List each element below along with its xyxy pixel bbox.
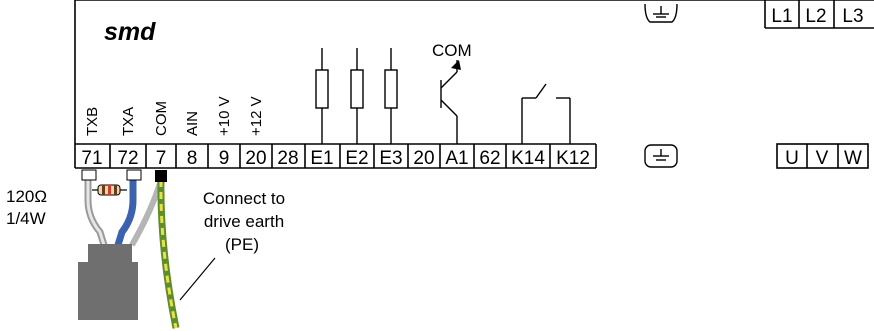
earth-note-pointer [179,257,216,301]
terminal-label: 8 [187,148,198,169]
ground-icon [644,3,678,23]
terminal-label: 20 [413,148,434,169]
cable-wires [84,178,180,329]
function-label-10v: +10 V [216,96,233,136]
resistor-value-label: 120Ω [6,187,47,206]
power-terminal-l1: L1 [771,6,792,27]
power-terminal-l2: L2 [805,6,826,27]
relay-contact-icon [521,83,571,144]
terminal-label: K14 [511,148,545,169]
wire-txa [114,178,137,247]
drive-outline [74,0,874,168]
function-label-12v: +12 V [248,96,265,136]
wire-txb-core [86,178,106,246]
control-terminal-labels: 71 72 7 8 9 20 28 E1 E2 E3 20 A1 62 K14 … [81,148,589,169]
ground-icon [644,144,678,168]
terminal-label: E1 [310,148,333,169]
motor-terminal-u: U [785,148,799,169]
earth-note-line-1: Connect to [203,189,285,208]
motor-terminal-block [776,143,869,169]
wire-earth-stripe [159,179,178,329]
earth-note: Connect to drive earth (PE) [203,189,285,254]
function-label-ain: AIN [184,111,201,136]
terminal-label: 20 [245,148,266,169]
terminal-label: K12 [556,148,590,169]
function-label-com: COM [153,101,170,136]
terminal-label: E2 [345,148,368,169]
resistor-power-label: 1/4W [6,209,46,228]
transistor-icon [440,60,458,144]
terminal-label: 28 [277,148,298,169]
resistor-icon [92,184,127,196]
motor-terminal-w: W [844,148,862,169]
terminal-label: 9 [219,148,230,169]
resistor-icon [384,48,398,144]
resistor-icon [350,48,364,144]
terminal-label: E3 [379,148,402,169]
terminal-label: 72 [117,148,138,169]
terminal-label: 7 [156,148,167,169]
transistor-com-label: COM [432,41,472,60]
function-label-txa: TXA [120,107,137,136]
control-terminal-strip [75,143,597,169]
earth-note-line-3: (PE) [225,235,259,254]
terminal-ferrules [81,169,167,182]
earth-note-line-2: drive earth [204,212,284,231]
terminal-label: A1 [445,148,468,169]
cable-jacket [78,244,138,320]
power-terminal-block [764,0,874,29]
motor-terminal-v: V [816,148,829,169]
terminal-label: 62 [479,148,500,169]
transistor-emitter-arrow-icon [451,60,461,70]
brand-label: smd [104,18,156,46]
resistor-icon [315,48,329,144]
terminal-label: 71 [81,148,102,169]
function-label-txb: TXB [84,107,101,136]
terminal-function-labels: TXB TXA COM AIN +10 V +12 V [84,96,265,136]
power-terminal-l3: L3 [842,6,863,27]
